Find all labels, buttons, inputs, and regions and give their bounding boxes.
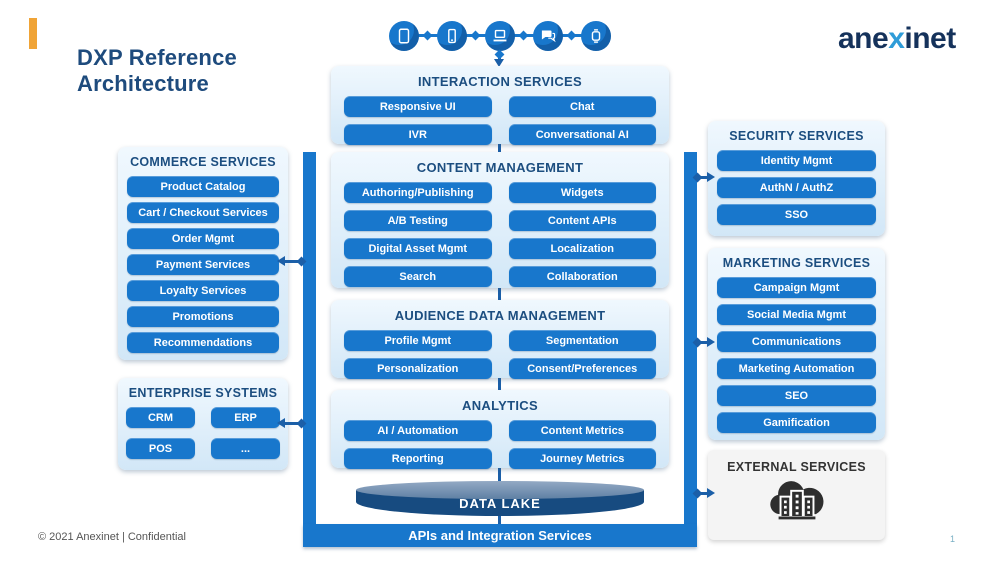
panel-title: SECURITY SERVICES — [729, 129, 864, 143]
service-box: Digital Asset Mgmt — [344, 238, 492, 259]
copyright-text: © 2021 Anexinet | Confidential — [38, 531, 186, 543]
service-box: Campaign Mgmt — [717, 277, 876, 298]
service-box: A/B Testing — [344, 210, 492, 231]
service-box: Reporting — [344, 448, 492, 469]
logo-text: ane — [838, 22, 889, 55]
connector-arrow-left — [277, 418, 285, 428]
service-box: Search — [344, 266, 492, 287]
security-services-panel: SECURITY SERVICES Identity Mgmt AuthN / … — [708, 121, 885, 236]
service-box: Segmentation — [508, 330, 656, 351]
connector-line — [284, 260, 304, 263]
cloud-servers-icon — [766, 481, 828, 527]
connector-line — [284, 422, 304, 425]
accent-bar — [29, 18, 37, 49]
service-box: ERP — [211, 407, 280, 428]
service-box: IVR — [344, 124, 492, 145]
service-box: Personalization — [344, 358, 492, 379]
service-box: POS — [126, 438, 195, 459]
service-box: Localization — [508, 238, 656, 259]
connector-arrow-right — [707, 337, 715, 347]
audience-data-management-panel: AUDIENCE DATA MANAGEMENT Profile Mgmt Se… — [331, 300, 669, 379]
connector-arrow-right — [707, 172, 715, 182]
service-box: AI / Automation — [344, 420, 492, 441]
enterprise-systems-panel: ENTERPRISE SYSTEMS CRM ERP POS ... — [118, 378, 288, 470]
service-box: Cart / Checkout Services — [127, 202, 279, 223]
service-box: Marketing Automation — [717, 358, 876, 379]
service-box: Recommendations — [127, 332, 279, 353]
apis-integration-bar: APIs and Integration Services — [303, 524, 697, 547]
connector-line — [498, 378, 501, 390]
service-box: Social Media Mgmt — [717, 304, 876, 325]
service-box: Authoring/Publishing — [344, 182, 492, 203]
service-box: Product Catalog — [127, 176, 279, 197]
external-services-panel: EXTERNAL SERVICES — [708, 450, 885, 540]
panel-title: MARKETING SERVICES — [722, 256, 871, 270]
service-box: Identity Mgmt — [717, 150, 876, 171]
integration-bus-right — [684, 152, 697, 524]
connector-line — [498, 288, 501, 300]
connector-line — [696, 341, 712, 344]
service-box: Content APIs — [508, 210, 656, 231]
page-number: 1 — [950, 534, 956, 544]
service-box: Responsive UI — [344, 96, 492, 117]
marketing-services-panel: MARKETING SERVICES Campaign Mgmt Social … — [708, 248, 885, 440]
channel-devices-row — [389, 21, 611, 51]
connector-arrow-left — [277, 256, 285, 266]
service-box: Promotions — [127, 306, 279, 327]
service-box: CRM — [126, 407, 195, 428]
analytics-panel: ANALYTICS AI / Automation Content Metric… — [331, 390, 669, 469]
service-box: Payment Services — [127, 254, 279, 275]
content-management-panel: CONTENT MANAGEMENT Authoring/Publishing … — [331, 152, 669, 288]
service-box: Profile Mgmt — [344, 330, 492, 351]
apis-integration-label: APIs and Integration Services — [408, 528, 592, 543]
panel-title: AUDIENCE DATA MANAGEMENT — [394, 308, 606, 323]
smartphone-icon — [437, 21, 467, 51]
service-box: Consent/Preferences — [508, 358, 656, 379]
service-box: Journey Metrics — [508, 448, 656, 469]
commerce-services-panel: COMMERCE SERVICES Product Catalog Cart /… — [118, 147, 288, 360]
panel-title: CONTENT MANAGEMENT — [416, 160, 584, 175]
logo-text: inet — [904, 22, 956, 55]
service-box: Order Mgmt — [127, 228, 279, 249]
service-box: SSO — [717, 204, 876, 225]
service-box: Content Metrics — [508, 420, 656, 441]
data-lake-cylinder: DATA LAKE — [356, 481, 644, 516]
service-box: Communications — [717, 331, 876, 352]
logo-x: x — [888, 22, 905, 55]
service-box: ... — [211, 438, 280, 459]
panel-title: ANALYTICS — [462, 398, 538, 413]
panel-title: COMMERCE SERVICES — [130, 155, 276, 169]
integration-bus-left — [303, 152, 316, 524]
data-lake-label: DATA LAKE — [459, 495, 541, 511]
service-box: Loyalty Services — [127, 280, 279, 301]
interaction-services-panel: INTERACTION SERVICES Responsive UI Chat … — [331, 66, 669, 145]
service-box: Widgets — [508, 182, 656, 203]
panel-title: EXTERNAL SERVICES — [727, 460, 866, 474]
service-box: Chat — [508, 96, 656, 117]
connector-line — [498, 468, 501, 482]
smartwatch-icon — [581, 21, 611, 51]
service-box: Gamification — [717, 412, 876, 433]
connector-arrow-right — [707, 488, 715, 498]
tablet-icon — [389, 21, 419, 51]
service-box: Collaboration — [508, 266, 656, 287]
panel-title: INTERACTION SERVICES — [418, 74, 582, 89]
panel-title: ENTERPRISE SYSTEMS — [128, 386, 278, 400]
service-box: Conversational AI — [508, 124, 656, 145]
laptop-icon — [485, 21, 515, 51]
connector-line — [696, 492, 712, 495]
connector-line — [498, 144, 501, 152]
connector-line — [498, 514, 501, 524]
connector-arrow-down — [494, 59, 504, 67]
service-box: AuthN / AuthZ — [717, 177, 876, 198]
chat-icon — [533, 21, 563, 51]
page-title: DXP Reference Architecture — [77, 44, 237, 96]
anexinet-logo: anexinet — [838, 22, 956, 56]
service-box: SEO — [717, 385, 876, 406]
connector-diamond — [494, 49, 505, 60]
connector-line — [696, 176, 712, 179]
